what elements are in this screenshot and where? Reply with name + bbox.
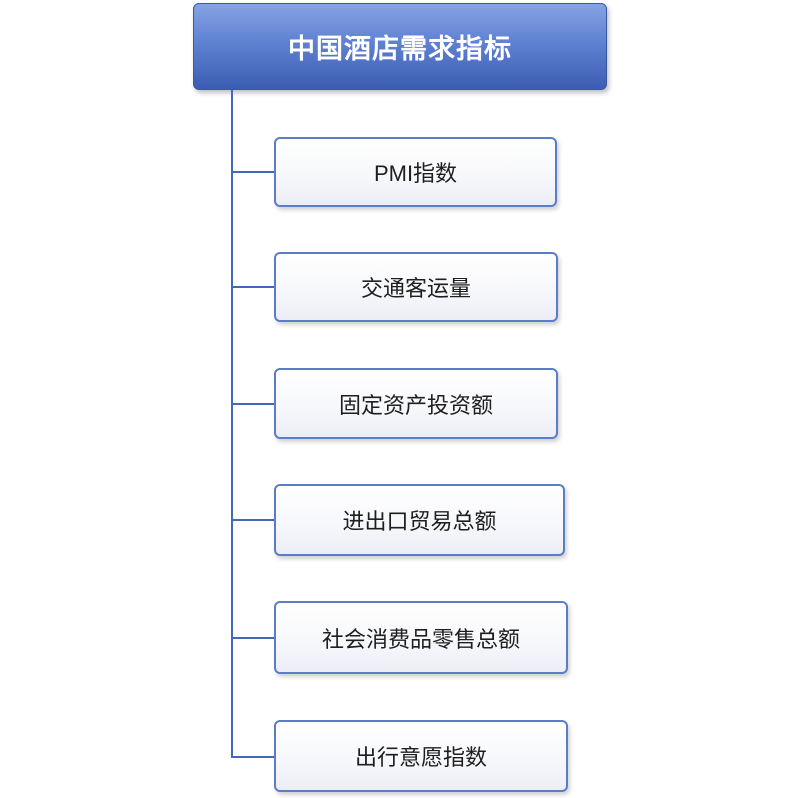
- child-node-fixed-asset-investment: 固定资产投资额: [274, 368, 558, 439]
- child-node-import-export-trade: 进出口贸易总额: [274, 484, 565, 556]
- child-node-label: PMI指数: [373, 161, 458, 186]
- connector-branch: [232, 171, 274, 173]
- connector-branch: [232, 519, 274, 521]
- connector-branch: [232, 637, 274, 639]
- connector-trunk: [231, 90, 233, 758]
- root-node: 中国酒店需求指标: [193, 3, 607, 90]
- child-node-label: 交通客运量: [360, 276, 471, 301]
- root-node-label: 中国酒店需求指标: [288, 34, 512, 64]
- child-node-passenger-traffic: 交通客运量: [274, 252, 558, 322]
- child-node-pmi: PMI指数: [274, 137, 557, 207]
- child-node-label: 固定资产投资额: [338, 392, 493, 418]
- connector-branch: [232, 286, 274, 288]
- child-node-travel-intention-index: 出行意愿指数: [274, 720, 568, 792]
- connector-branch: [232, 756, 274, 758]
- connector-branch: [232, 403, 274, 405]
- child-node-retail-sales: 社会消费品零售总额: [274, 601, 568, 674]
- child-node-label: 出行意愿指数: [354, 745, 487, 770]
- child-node-label: 社会消费品零售总额: [321, 626, 520, 652]
- child-node-label: 进出口贸易总额: [342, 509, 497, 534]
